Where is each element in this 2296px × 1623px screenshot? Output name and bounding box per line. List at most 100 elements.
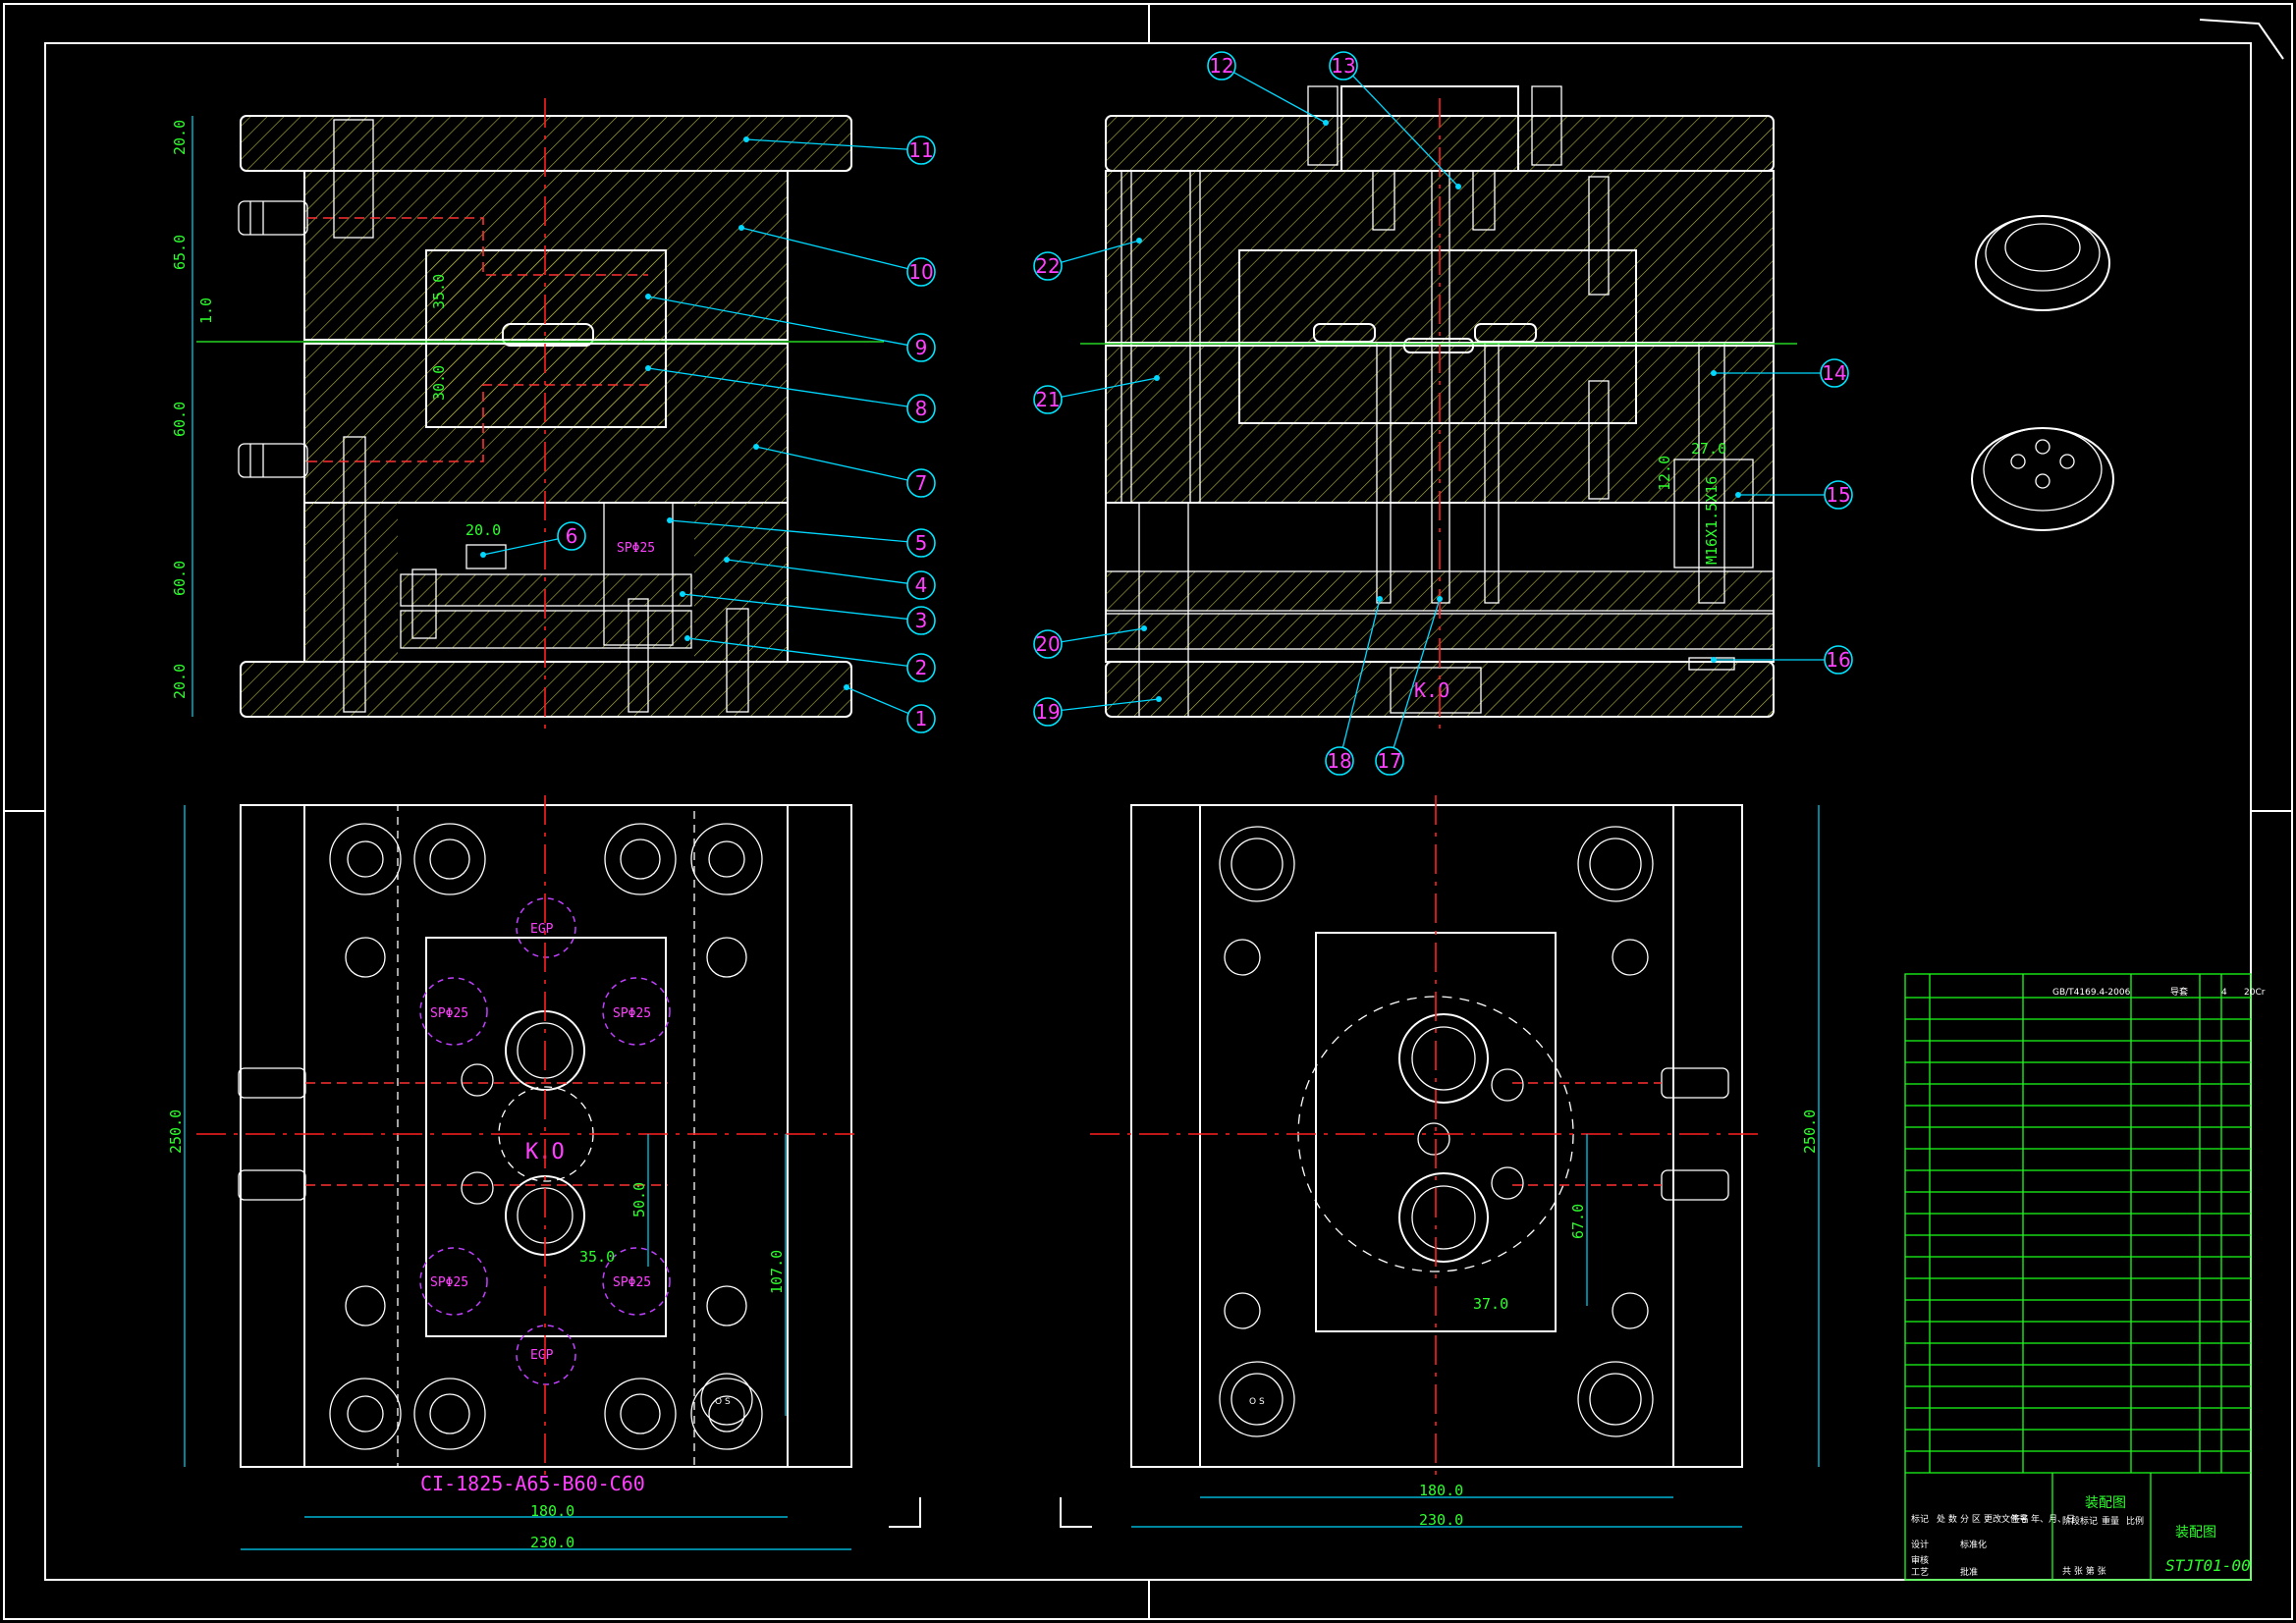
tb-label-14: 比例: [2126, 1515, 2144, 1527]
balloon-label-11: 11: [908, 138, 933, 162]
plate-1-bottom-clamp: [241, 662, 851, 717]
tb-label-12: 阶段标记: [2062, 1515, 2098, 1527]
balloon-17: 17: [1375, 596, 1443, 776]
balloon-label-21: 21: [1035, 388, 1060, 411]
balloon-16: 16: [1711, 645, 1853, 675]
balloon-label-1: 1: [915, 707, 928, 730]
sp-label-3: SPΦ25: [430, 1275, 468, 1290]
plan-right-outer: 230.0: [1419, 1511, 1463, 1529]
plate-11-top-clamp: [241, 116, 851, 171]
balloon-2: 2: [684, 635, 936, 682]
sp-label-4: SPΦ25: [613, 1275, 651, 1290]
balloon-label-16: 16: [1826, 648, 1850, 672]
balloon-13: 13: [1329, 51, 1461, 189]
tb-label-9: 工艺: [1911, 1567, 1929, 1578]
plan-left-outer: 230.0: [530, 1534, 574, 1551]
balloon-label-6: 6: [566, 524, 578, 548]
tb-label-1: 处 数: [1937, 1513, 1957, 1525]
tb-label-2: 分 区: [1960, 1514, 1981, 1525]
plan-left-spacing-h: 35.0: [579, 1248, 615, 1266]
dim-right-block: 27.0: [1691, 440, 1726, 458]
balloon-label-5: 5: [915, 531, 928, 555]
tb-standard-col4: 20Cr: [2244, 988, 2266, 998]
dim-right-thread: M16X1.5X16: [1703, 476, 1721, 565]
balloon-5: 5: [667, 517, 936, 558]
dim-left-1: 20.0: [171, 120, 189, 155]
plan-left-spacing-v: 50.0: [630, 1182, 648, 1217]
part-iso-top: [1975, 215, 2110, 311]
title-block: GB/T4169.4-2006 导套 4 20Cr 装配图 装配图 STJT01…: [1904, 973, 2266, 1581]
balloon-11: 11: [743, 135, 936, 165]
balloon-21: 21: [1033, 375, 1160, 414]
os-label-left: O S: [715, 1397, 731, 1407]
balloon-15: 15: [1735, 480, 1853, 510]
os-label-right: O S: [1249, 1397, 1265, 1407]
egp-label-2: EGP: [530, 1348, 554, 1363]
tb-drawing-number: STJT01-00: [2165, 1556, 2251, 1575]
tb-label-5: 年、月、日: [2031, 1513, 2075, 1525]
right-section-view: 27.0 12.0 M16X1.5X16 K.O: [1080, 85, 1797, 731]
balloon-label-9: 9: [915, 336, 928, 359]
tb-label-10: 批准: [1960, 1566, 1978, 1578]
balloon-9: 9: [645, 294, 936, 362]
balloon-label-14: 14: [1822, 361, 1846, 385]
drawing-frame: [3, 3, 2293, 1620]
balloon-3: 3: [680, 591, 936, 635]
egp-label-1: EGP: [530, 922, 554, 937]
molded-part: [502, 323, 594, 347]
plan-left-height: 250.0: [167, 1109, 185, 1154]
dim-cavity-2: 30.0: [430, 365, 448, 401]
tb-label-7: 标准化: [1960, 1539, 1987, 1550]
tb-label-6: 设计: [1911, 1539, 1929, 1550]
dim-left-5: 60.0: [171, 561, 189, 596]
balloon-label-20: 20: [1035, 632, 1060, 656]
balloon-19: 19: [1033, 696, 1162, 727]
tb-label-0: 标记: [1911, 1513, 1929, 1525]
balloon-6: 6: [480, 521, 586, 558]
tb-standard: GB/T4169.4-2006: [2052, 988, 2131, 998]
balloon-label-4: 4: [915, 573, 928, 597]
balloon-label-3: 3: [915, 609, 928, 632]
balloon-8: 8: [645, 365, 936, 423]
tb-drawing-name-2: 装配图: [2175, 1525, 2216, 1541]
water-nipple-mid-left: [238, 443, 308, 478]
dim-left-3: 1.0: [197, 298, 215, 324]
balloon-label-7: 7: [915, 471, 928, 495]
balloon-label-10: 10: [908, 260, 933, 284]
balloon-4: 4: [724, 557, 936, 600]
tb-drawing-name: 装配图: [2085, 1495, 2126, 1511]
balloon-20: 20: [1033, 625, 1147, 659]
balloon-label-12: 12: [1209, 54, 1233, 78]
dim-left-4: 60.0: [171, 402, 189, 437]
mold-code: CI-1825-A65-B60-C60: [420, 1472, 645, 1495]
balloon-label-13: 13: [1331, 54, 1355, 78]
dim-left-2: 65.0: [171, 235, 189, 270]
dim-right-side: 12.0: [1656, 456, 1673, 491]
balloon-1: 1: [844, 684, 936, 733]
dim-top-small: 20.0: [465, 521, 501, 539]
tb-label-4: 签名: [2011, 1513, 2029, 1525]
balloon-label-22: 22: [1035, 254, 1060, 278]
balloon-label-2: 2: [915, 656, 928, 679]
plan-right-spacing-h: 37.0: [1473, 1295, 1508, 1313]
tb-label-11: 共 张 第 张: [2062, 1565, 2106, 1577]
tb-standard-col3: 4: [2221, 988, 2227, 998]
balloon-22: 22: [1033, 238, 1142, 281]
balloon-14: 14: [1711, 358, 1849, 388]
balloon-label-17: 17: [1377, 749, 1401, 773]
sprue-label-section: SPΦ25: [617, 541, 655, 556]
balloon-18: 18: [1325, 596, 1383, 776]
balloon-12: 12: [1207, 51, 1329, 126]
tb-standard-col2: 导套: [2170, 986, 2188, 998]
left-section-view: SPΦ25 20.0 65.0 1.0 60.0 60.0 20.0 35.0 …: [171, 98, 884, 731]
balloon-label-15: 15: [1826, 483, 1850, 507]
left-plan-view: SPΦ25 SPΦ25 SPΦ25 SPΦ25 EGP EGP K.O O S: [167, 795, 854, 1551]
right-plan-view: O S 250.0 180.0 230.0 67.0 37.0: [1090, 795, 1820, 1529]
cavity-insert: [425, 249, 667, 428]
sp-label-1: SPΦ25: [430, 1006, 468, 1021]
balloon-7: 7: [753, 444, 936, 498]
balloon-label-19: 19: [1035, 700, 1060, 724]
balloon-label-18: 18: [1327, 749, 1351, 773]
